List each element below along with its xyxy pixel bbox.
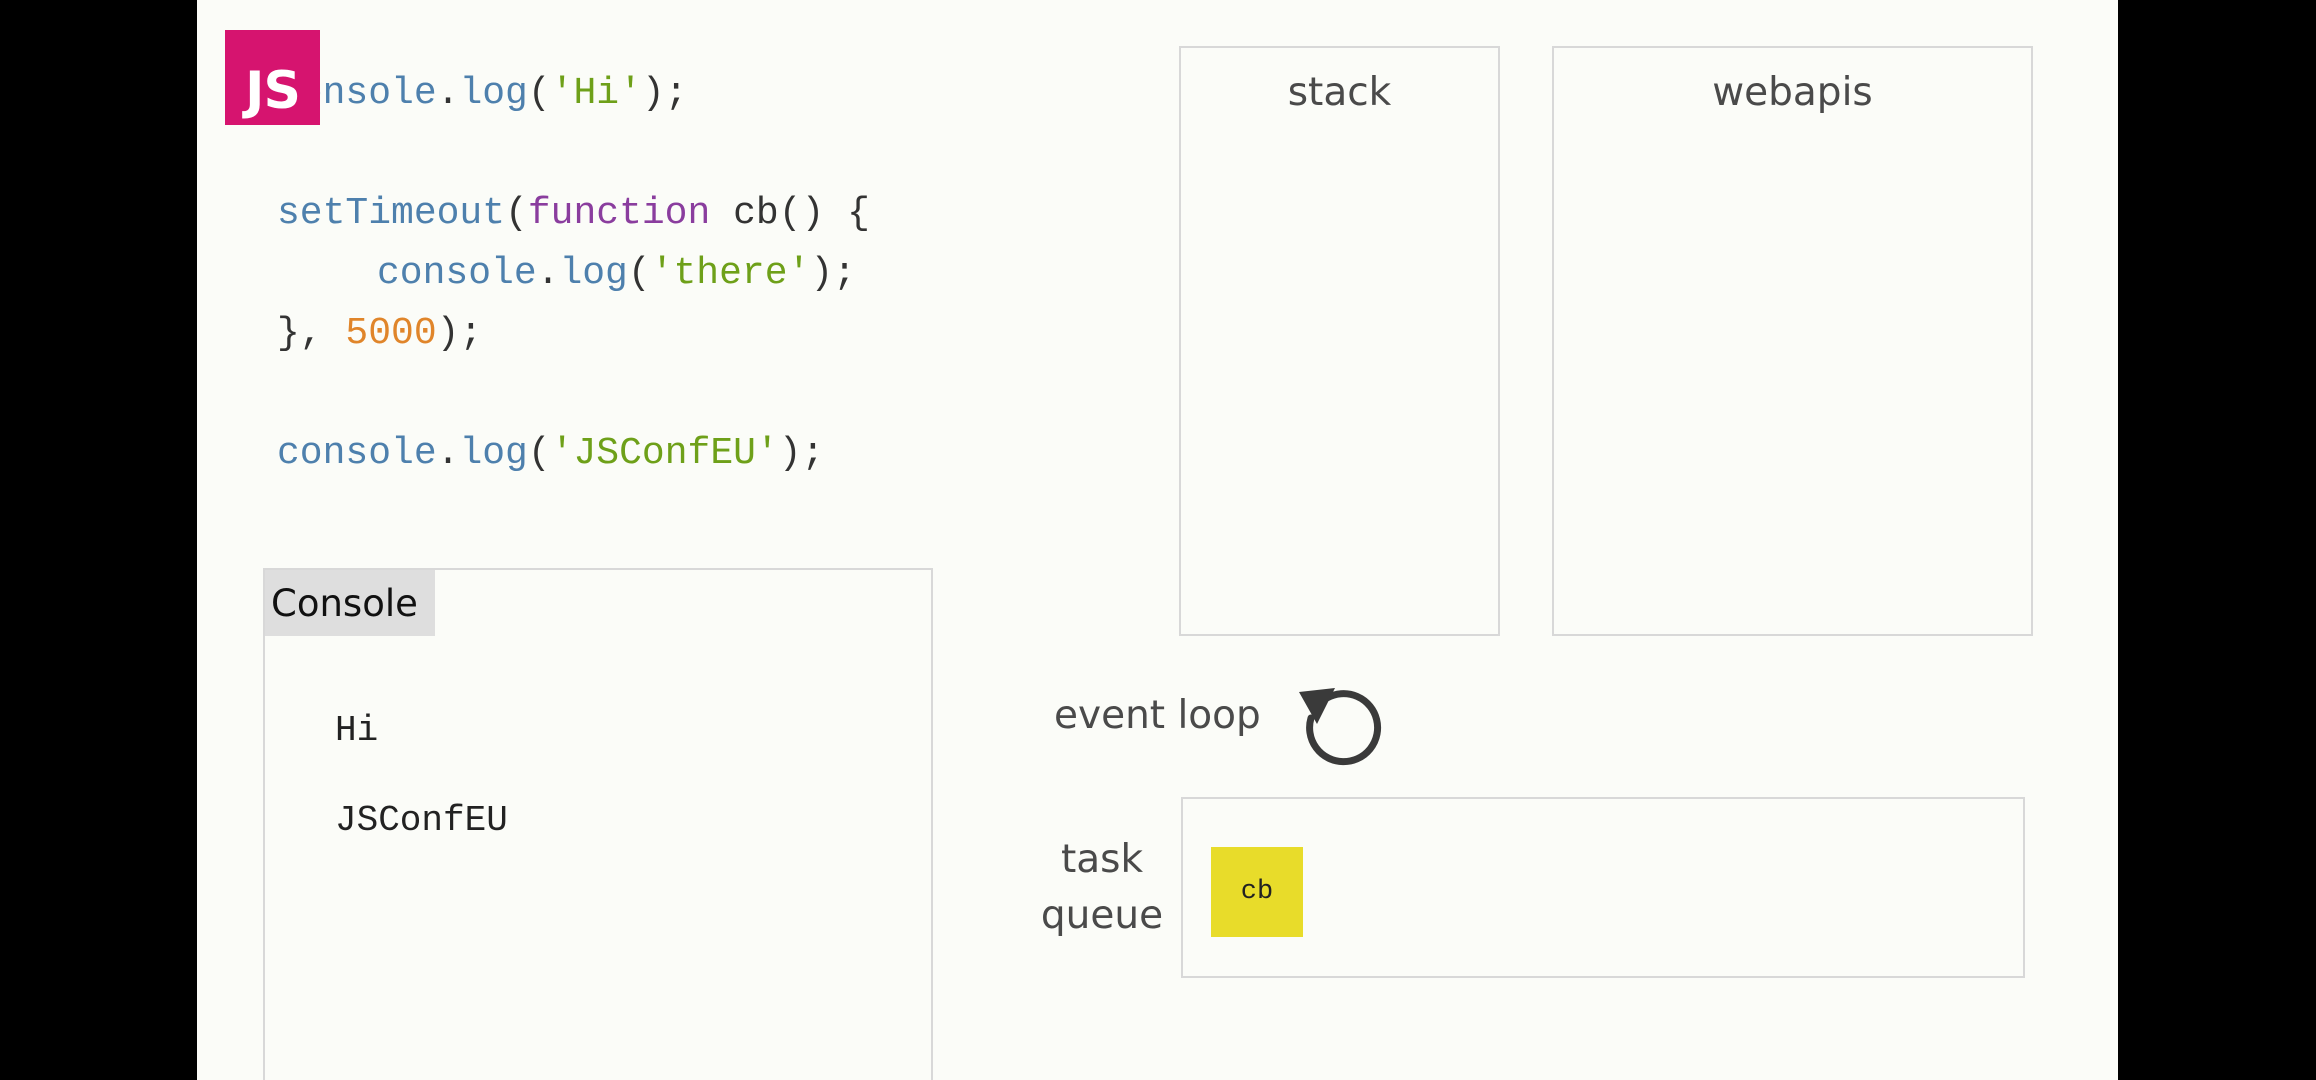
code-token: log	[459, 432, 528, 475]
code-token: );	[778, 432, 825, 475]
code-token: console	[377, 252, 537, 295]
code-line-4: }, 5000);	[277, 312, 482, 355]
code-line-1: console.log('Hi');	[277, 72, 688, 115]
console-panel: Console Hi JSConfEU	[263, 568, 933, 1080]
code-token: log	[459, 72, 528, 115]
code-token: (	[627, 252, 651, 295]
code-token: 'there'	[650, 252, 811, 295]
task-queue-label-line: queue	[1040, 893, 1164, 938]
code-token: 5000	[345, 312, 437, 355]
console-output-line: JSConfEU	[335, 800, 508, 841]
stack-panel: stack	[1179, 46, 1500, 636]
console-output-line: Hi	[335, 710, 379, 751]
task-queue-item: cb	[1211, 847, 1303, 937]
code-line-5: console.log('JSConfEU');	[277, 432, 824, 475]
slide: JS console.log('Hi'); setTimeout(functio…	[197, 0, 2118, 1080]
code-token: (	[527, 432, 551, 475]
code-token: console	[277, 432, 437, 475]
code-token: );	[641, 72, 688, 115]
code-token: log	[559, 252, 628, 295]
code-token: (	[505, 192, 528, 235]
code-line-3: console.log('there');	[377, 252, 856, 295]
console-label: Console	[265, 570, 435, 636]
code-token: 'Hi'	[550, 72, 642, 115]
code-token: function	[527, 192, 711, 235]
event-loop-label: event loop	[1054, 693, 1261, 738]
webapis-panel: webapis	[1552, 46, 2033, 636]
code-token: (	[527, 72, 551, 115]
refresh-arrow-icon	[1299, 688, 1382, 766]
code-token: setTimeout	[277, 192, 506, 235]
stack-title: stack	[1287, 70, 1392, 115]
code-token: .	[436, 72, 460, 115]
webapis-title: webapis	[1712, 70, 1873, 115]
code-token: );	[810, 252, 856, 295]
task-queue-label: task queue	[1037, 832, 1167, 944]
task-queue-panel: cb	[1181, 797, 2025, 978]
code-token: },	[277, 312, 346, 355]
code-token: .	[436, 432, 460, 475]
code-token: 'JSConfEU'	[550, 432, 779, 475]
code-token: );	[436, 312, 483, 355]
task-queue-label-line: task	[1060, 837, 1144, 882]
code-token: cb() {	[710, 192, 870, 235]
js-logo: JS	[225, 30, 320, 125]
code-token: .	[536, 252, 560, 295]
code-line-2: setTimeout(function cb() {	[277, 192, 870, 235]
